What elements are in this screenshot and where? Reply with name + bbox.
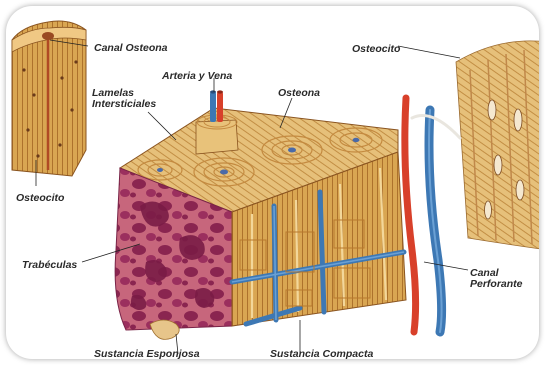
- arteria-vena: [196, 90, 238, 154]
- label-canal-osteona: Canal Osteona: [94, 43, 168, 54]
- label-sustancia-compacta: Sustancia Compacta: [270, 349, 373, 359]
- label-osteona: Osteona: [278, 88, 320, 99]
- label-osteocito-right: Osteocito: [352, 44, 400, 55]
- canal-osteona-opening: [42, 32, 54, 40]
- right-osteocyte-inset: [398, 41, 539, 250]
- bone-block: [115, 108, 406, 339]
- illustration-frame: Canal Osteona Osteocito Arteria y Vena L…: [6, 6, 539, 359]
- left-osteon-inset: [12, 21, 86, 186]
- label-arteria-vena: Arteria y Vena: [162, 71, 232, 82]
- canal-perforante-vessels: [405, 98, 460, 332]
- label-sustancia-esponjosa: Sustancia Esponjosa: [94, 349, 200, 359]
- label-canal-perforante: Canal Perforante: [470, 268, 528, 290]
- bone-structure-diagram: [6, 6, 539, 359]
- label-trabeculas: Trabéculas: [22, 260, 77, 271]
- label-lamelas-intersticiales: Lamelas Intersticiales: [92, 88, 162, 110]
- label-osteocito-left: Osteocito: [16, 193, 64, 204]
